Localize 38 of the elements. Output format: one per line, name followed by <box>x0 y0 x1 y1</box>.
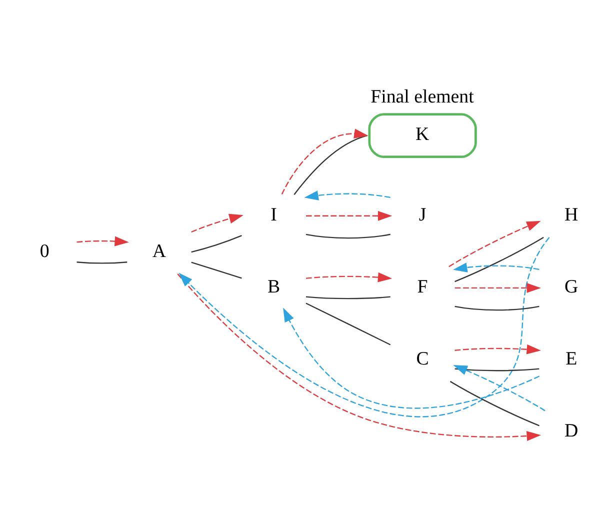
arrow <box>304 190 390 200</box>
node-box: K <box>368 113 477 158</box>
connector <box>454 368 540 372</box>
arrow <box>191 214 244 233</box>
arrow <box>453 364 546 412</box>
node-text: G <box>564 276 578 298</box>
arrow <box>448 220 541 268</box>
arrow <box>306 210 392 221</box>
arrow <box>306 272 392 282</box>
node-label: Final element <box>370 86 474 108</box>
arrow <box>283 308 540 409</box>
node-text: C <box>416 348 429 370</box>
arrow <box>453 262 540 272</box>
connector <box>306 302 391 346</box>
node-text: B <box>267 276 280 298</box>
arrow <box>454 282 541 293</box>
node-text: F <box>417 276 428 298</box>
node-text: J <box>418 204 426 226</box>
connector <box>454 236 544 282</box>
connector <box>306 296 390 300</box>
arrow <box>76 236 129 246</box>
node-text: 0 <box>40 240 50 262</box>
connector <box>306 234 390 239</box>
arrow <box>177 273 541 441</box>
node-text: H <box>564 204 578 226</box>
connector <box>454 306 540 311</box>
connector <box>76 262 128 264</box>
connector <box>191 262 242 279</box>
arrow <box>281 128 368 195</box>
connector <box>450 380 540 426</box>
node-text: D <box>564 420 578 442</box>
arrow <box>454 344 541 354</box>
connector <box>191 235 242 253</box>
node-text: A <box>152 240 166 262</box>
connector <box>294 135 368 195</box>
node-text: I <box>270 204 277 226</box>
arrow <box>178 237 550 417</box>
node-text: E <box>566 348 578 370</box>
